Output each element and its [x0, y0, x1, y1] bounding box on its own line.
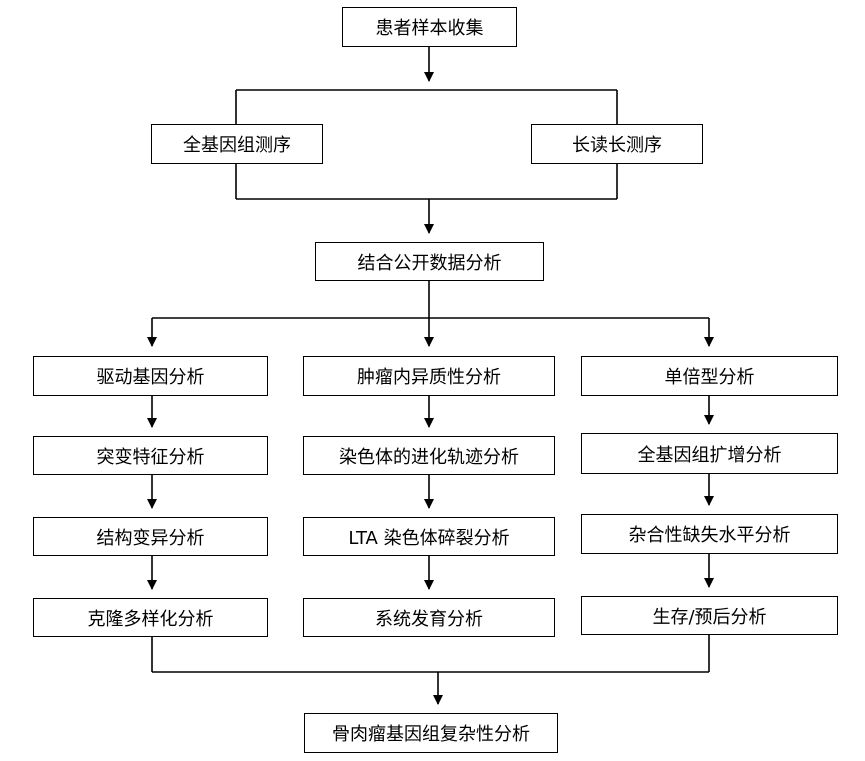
node-public-data-analysis: 结合公开数据分析 — [315, 242, 544, 281]
node-clonal-diversification-analysis: 克隆多样化分析 — [33, 598, 268, 637]
node-lta-chromothripsis-analysis: LTA 染色体碎裂分析 — [303, 517, 555, 556]
node-driver-gene-analysis: 驱动基因分析 — [33, 356, 268, 396]
node-structural-variant-analysis: 结构变异分析 — [33, 517, 268, 556]
node-osteosarcoma-genome-complexity-analysis: 骨肉瘤基因组复杂性分析 — [304, 713, 558, 753]
node-whole-genome-sequencing: 全基因组测序 — [151, 124, 323, 164]
node-intratumor-heterogeneity-analysis: 肿瘤内异质性分析 — [303, 356, 555, 396]
node-survival-prognosis-analysis: 生存/预后分析 — [581, 596, 838, 635]
node-sample-collection: 患者样本收集 — [342, 7, 517, 47]
node-haplotype-analysis: 单倍型分析 — [581, 356, 838, 396]
node-loss-of-heterozygosity-analysis: 杂合性缺失水平分析 — [581, 514, 838, 554]
node-chromosome-evolution-analysis: 染色体的进化轨迹分析 — [303, 436, 555, 475]
node-long-read-sequencing: 长读长测序 — [531, 124, 703, 164]
node-mutation-signature-analysis: 突变特征分析 — [33, 436, 268, 475]
node-whole-genome-doubling-analysis: 全基因组扩增分析 — [581, 433, 838, 474]
node-phylogeny-analysis: 系统发育分析 — [303, 598, 555, 637]
